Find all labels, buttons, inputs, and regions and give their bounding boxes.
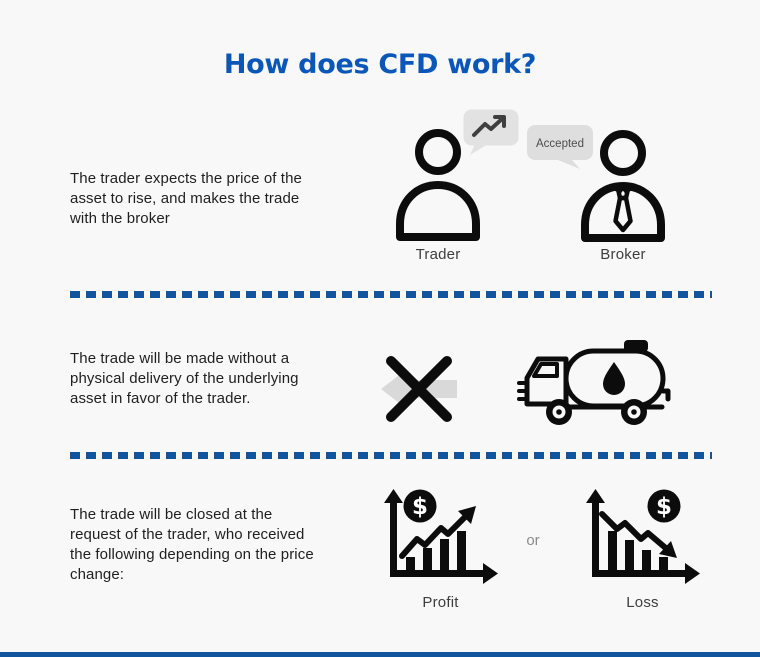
dashed-divider-2: [70, 452, 712, 459]
section2-text: The trade will be made without a physica…: [70, 350, 299, 407]
trader-label: Trader: [415, 246, 461, 263]
trader-person-icon: [396, 129, 480, 241]
section1-text: The trader expects the price of the asse…: [70, 170, 302, 227]
loss-chart-icon: $: [586, 489, 700, 584]
loss-label: Loss: [626, 594, 659, 611]
profit-dollar-sign: $: [412, 494, 428, 520]
trend-up-bubble-icon: [463, 109, 519, 155]
broker-person-icon: [581, 130, 665, 242]
broker-label: Broker: [600, 246, 646, 263]
profit-label: Profit: [422, 594, 459, 611]
accepted-bubble-icon: Accepted: [527, 125, 593, 169]
accepted-bubble-text: Accepted: [536, 138, 584, 150]
section3-text: The trade will be closed at the request …: [70, 506, 314, 583]
loss-dollar-sign: $: [656, 494, 672, 520]
page-title: How does CFD work?: [223, 49, 537, 80]
dashed-divider-1: [70, 291, 712, 298]
or-label: or: [526, 532, 540, 549]
bottom-accent-bar: [0, 652, 760, 657]
profit-chart-icon: $: [384, 489, 498, 584]
oil-tanker-truck-icon: [517, 340, 671, 425]
crossed-out-delivery-icon: [381, 356, 457, 422]
